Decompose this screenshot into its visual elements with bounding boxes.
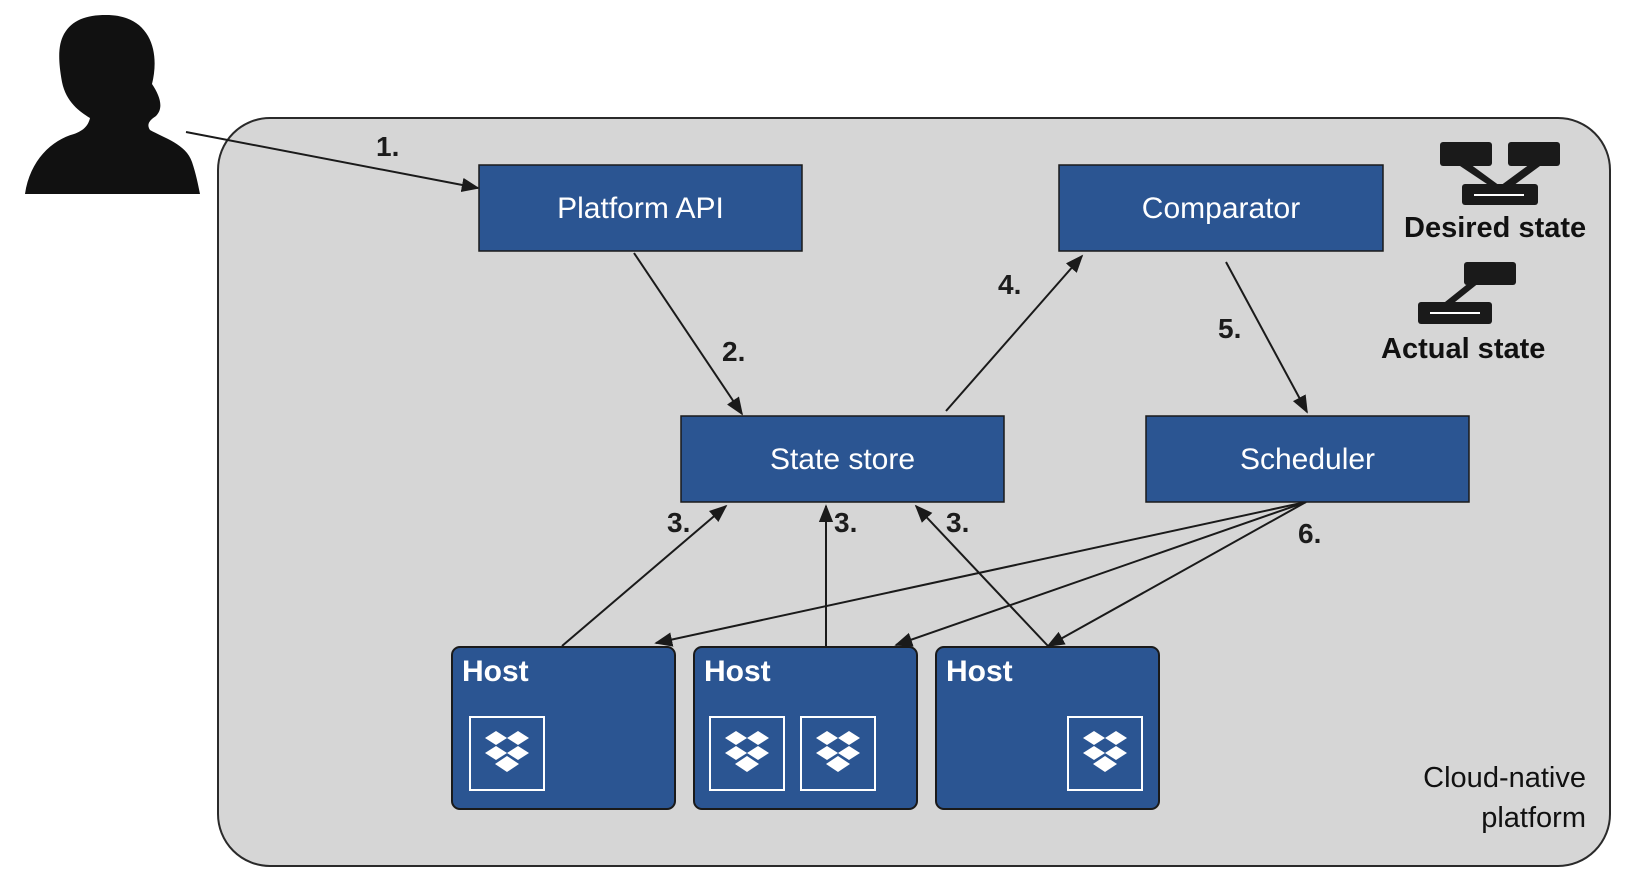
state-store-label: State store xyxy=(770,443,915,476)
desired-state-icon xyxy=(1440,142,1560,205)
dropbox-icon xyxy=(1067,716,1143,791)
host-3-label: Host xyxy=(946,655,1013,688)
arrow-api-to-state-store xyxy=(633,252,744,416)
step-1-label: 1. xyxy=(376,131,399,162)
arrow-comparator-to-scheduler xyxy=(1225,261,1308,414)
step-6-label: 6. xyxy=(1298,518,1321,549)
platform-label-line1: Cloud-native xyxy=(1423,762,1586,794)
arrow-user-to-api xyxy=(185,131,480,193)
host-1: Host xyxy=(451,646,676,810)
comparator-node: Comparator xyxy=(1058,164,1384,252)
arrow-scheduler-to-host1 xyxy=(654,501,1307,647)
comparator-label: Comparator xyxy=(1142,192,1300,225)
step-3-label: 3. xyxy=(667,507,690,538)
platform-api-node: Platform API xyxy=(478,164,803,252)
step-4-label: 4. xyxy=(998,269,1021,300)
user-silhouette-icon xyxy=(25,15,200,194)
step-3-label: 3. xyxy=(946,507,969,538)
arrow-host1-to-state-store xyxy=(561,504,728,647)
arrow-host3-to-state-store xyxy=(914,504,1049,647)
platform-api-label: Platform API xyxy=(557,192,724,225)
arrow-scheduler-to-host3 xyxy=(1046,501,1307,647)
host-3: Host xyxy=(935,646,1160,810)
arrow-scheduler-to-host2 xyxy=(894,501,1307,647)
actual-state-label: Actual state xyxy=(1381,333,1545,365)
step-5-label: 5. xyxy=(1218,313,1241,344)
step-3-label: 3. xyxy=(834,507,857,538)
host-1-label: Host xyxy=(462,655,529,688)
actual-state-icon xyxy=(1418,262,1516,324)
scheduler-node: Scheduler xyxy=(1145,415,1470,503)
desired-state-label: Desired state xyxy=(1404,212,1586,244)
arrow-state-store-to-comparator xyxy=(945,254,1084,412)
state-store-node: State store xyxy=(680,415,1005,503)
dropbox-icon xyxy=(469,716,545,791)
platform-label-line2: platform xyxy=(1481,802,1586,834)
host-2: Host xyxy=(693,646,918,810)
step-2-label: 2. xyxy=(722,336,745,367)
host-2-label: Host xyxy=(704,655,771,688)
dropbox-icon xyxy=(709,716,785,791)
scheduler-label: Scheduler xyxy=(1240,443,1375,476)
dropbox-icon xyxy=(800,716,876,791)
